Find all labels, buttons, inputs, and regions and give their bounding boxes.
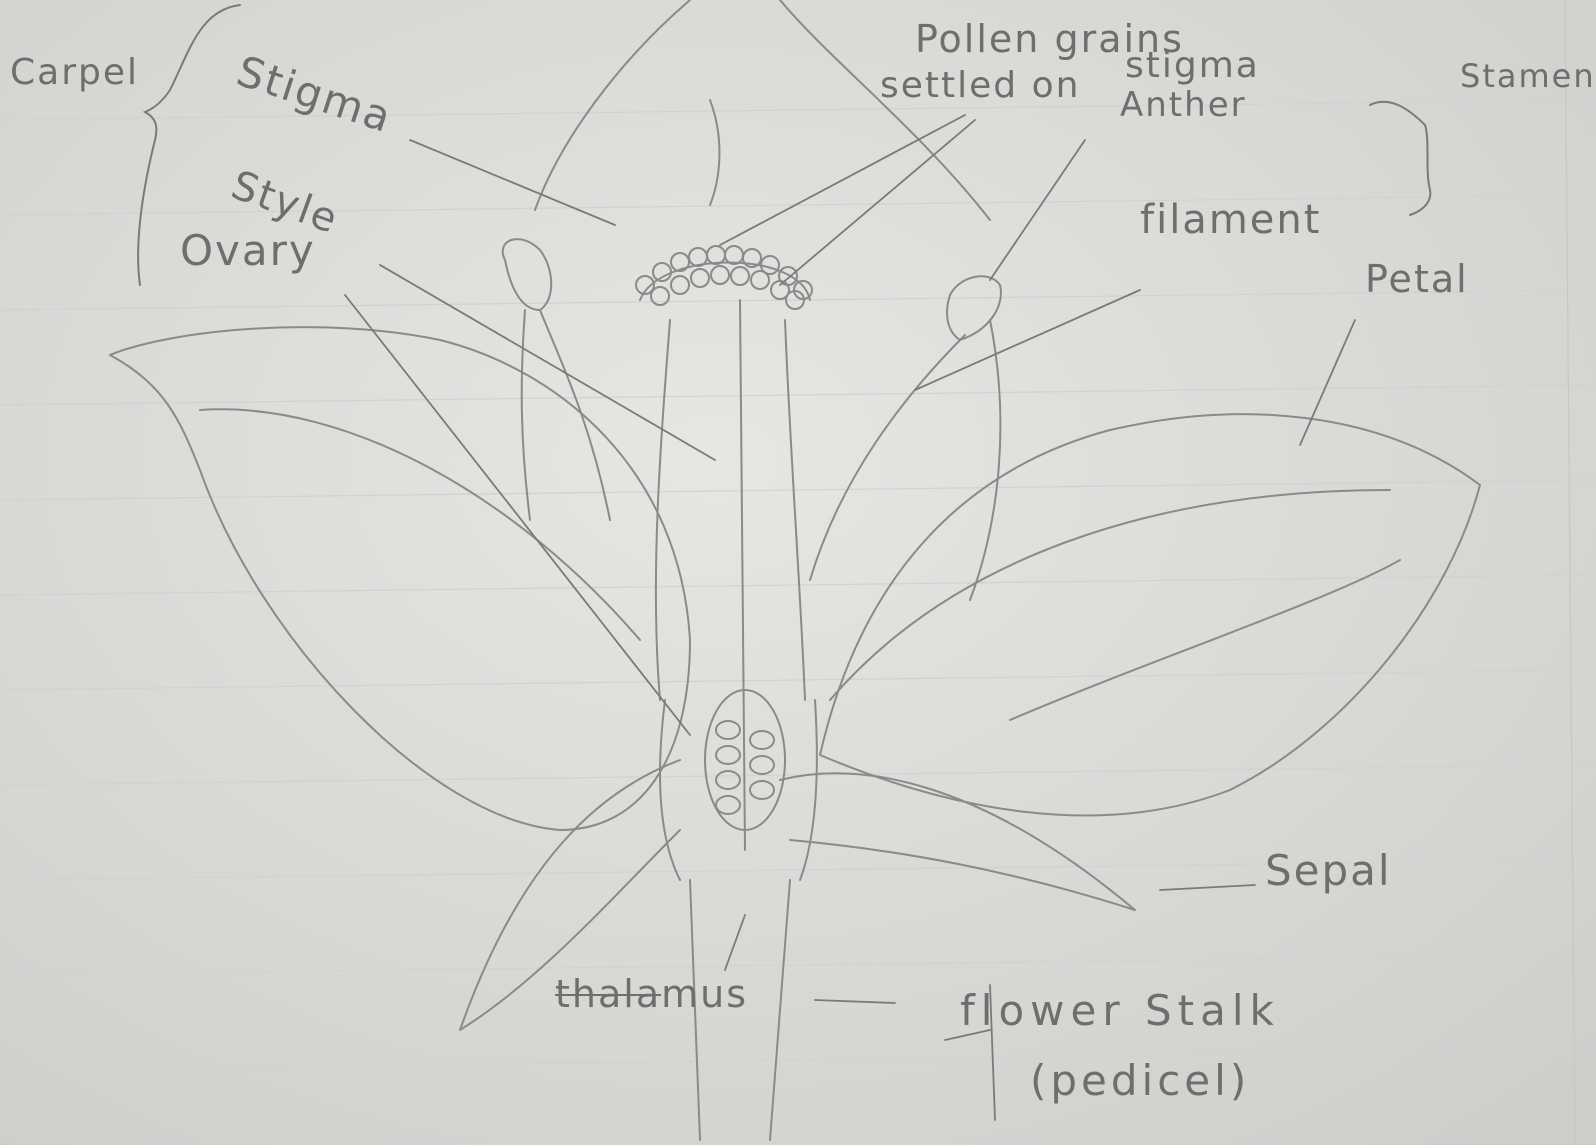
label-pedicel: (pedicel) (1030, 1060, 1250, 1102)
label-petal: Petal (1365, 260, 1469, 298)
label-anther: Anther (1120, 88, 1247, 122)
label-stigma-pollen: stigma (1125, 48, 1260, 84)
label-flower-stalk: flower Stalk (960, 990, 1280, 1032)
thalamus-rest-text: mus (661, 972, 748, 1016)
label-filament: filament (1140, 200, 1321, 240)
label-settled-on: settled on (880, 68, 1080, 104)
label-sepal: Sepal (1265, 850, 1392, 892)
label-ovary: Ovary (180, 230, 316, 272)
label-carpel: Carpel (10, 55, 139, 91)
label-thalamus: thalamus (555, 975, 748, 1013)
thalamus-struck-text: thala (555, 972, 661, 1016)
label-stamen: Stamen (1460, 60, 1596, 92)
